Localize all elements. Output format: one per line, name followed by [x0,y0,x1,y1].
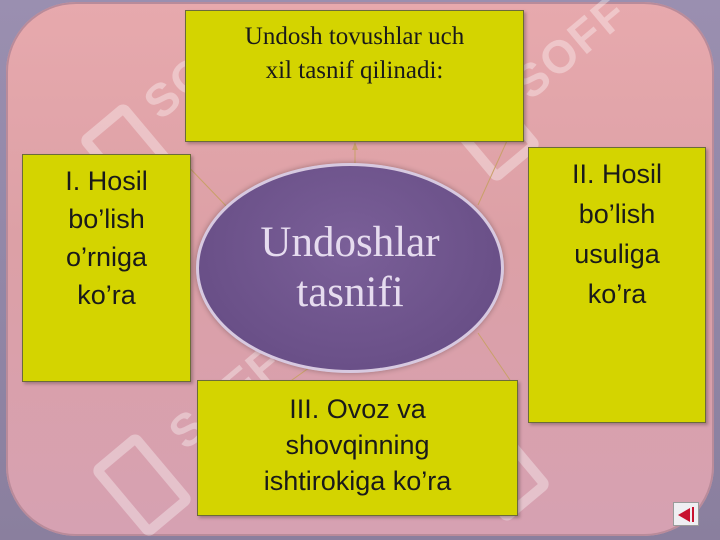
category-voice-line: III. Ovoz va [289,394,426,424]
intro-line-1: Undosh tovushlar uch [244,23,465,50]
category-manner-line: bo’lish [578,199,656,229]
category-place-line: I. Hosil [65,166,148,196]
category-voice-line: shovqinning [285,430,430,460]
central-topic-title: Undoshlar tasnifi [260,218,439,318]
category-place-line: ko’ra [77,280,136,310]
category-place-line: bo’lish [68,204,145,234]
classification-intro-box: Undosh tovushlar uch xil tasnif qilinadi… [185,10,524,142]
back-bar-icon [692,507,694,522]
central-topic-oval: Undoshlar tasnifi [196,163,504,373]
category-manner-line: ko’ra [587,279,647,309]
category-voice-line: ishtirokiga ko’ra [263,466,452,496]
category-manner-box: II. Hosil bo’lish usuliga ko’ra [528,147,706,423]
back-arrow-icon [678,508,690,522]
category-manner-line: II. Hosil [571,159,663,189]
central-topic-line-2: tasnifi [296,269,404,316]
category-manner-line: usuliga [574,239,660,269]
intro-line-2: xil tasnif qilinadi: [265,57,444,84]
back-button[interactable] [673,502,699,526]
central-topic-line-1: Undoshlar [260,219,440,266]
category-voice-box: III. Ovoz va shovqinning ishtirokiga ko’… [197,380,518,516]
category-place-box: I. Hosil bo’lish o’rniga ko’ra [22,154,191,382]
category-place-line: o’rniga [65,242,148,272]
